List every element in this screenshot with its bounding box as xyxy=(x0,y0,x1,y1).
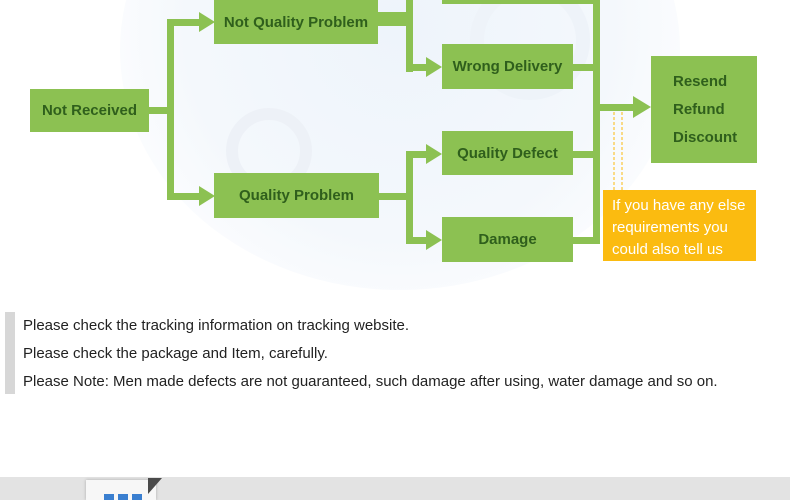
connector xyxy=(593,104,635,111)
arrowhead xyxy=(199,12,215,32)
connector xyxy=(573,0,600,4)
connector xyxy=(573,64,600,71)
connector xyxy=(406,151,413,244)
icon-bar xyxy=(118,494,128,500)
connector xyxy=(167,193,201,200)
flow-connectors xyxy=(149,0,651,250)
note-line-package: Please check the package and Item, caref… xyxy=(23,345,328,362)
notes-block: Please check the tracking information on… xyxy=(5,312,785,394)
connector xyxy=(378,12,412,19)
icon-bar xyxy=(132,494,142,500)
node-not-received: Not Received xyxy=(30,89,149,132)
note-line-tracking: Please check the tracking information on… xyxy=(23,317,410,334)
node-not-quality-problem: Not Quality Problem xyxy=(214,0,378,44)
node-quality-problem: Quality Problem xyxy=(214,173,379,218)
arrowhead xyxy=(426,57,442,77)
icon-bar xyxy=(104,494,114,500)
connector xyxy=(573,237,600,244)
flow-box-partial xyxy=(442,0,573,4)
connector xyxy=(378,19,412,26)
arrowhead xyxy=(426,144,442,164)
connector xyxy=(379,193,412,200)
node-damage: Damage xyxy=(442,217,573,262)
connector xyxy=(406,151,428,158)
note-box: If you have any else requirements you co… xyxy=(603,190,756,261)
resolution-refund: Refund xyxy=(673,100,725,118)
document-icon xyxy=(86,478,162,500)
resolution-discount: Discount xyxy=(673,128,738,146)
connector xyxy=(593,0,600,244)
arrowhead xyxy=(426,230,442,250)
icon-fold xyxy=(148,478,162,494)
node-resolution: Resend Refund Discount xyxy=(651,56,757,163)
note-line-defects: Please Note: Men made defects are not gu… xyxy=(23,373,718,390)
connector xyxy=(573,151,600,158)
node-quality-defect: Quality Defect xyxy=(442,131,573,175)
connector xyxy=(167,19,201,26)
connector xyxy=(406,237,428,244)
node-wrong-delivery: Wrong Delivery xyxy=(442,44,573,89)
connector xyxy=(406,64,428,71)
connector xyxy=(167,22,174,200)
arrowhead xyxy=(199,186,215,206)
arrowhead xyxy=(633,96,651,118)
connector xyxy=(406,0,413,72)
connector xyxy=(149,107,171,114)
footer-bar xyxy=(0,477,790,500)
resolution-resend: Resend xyxy=(673,72,728,90)
